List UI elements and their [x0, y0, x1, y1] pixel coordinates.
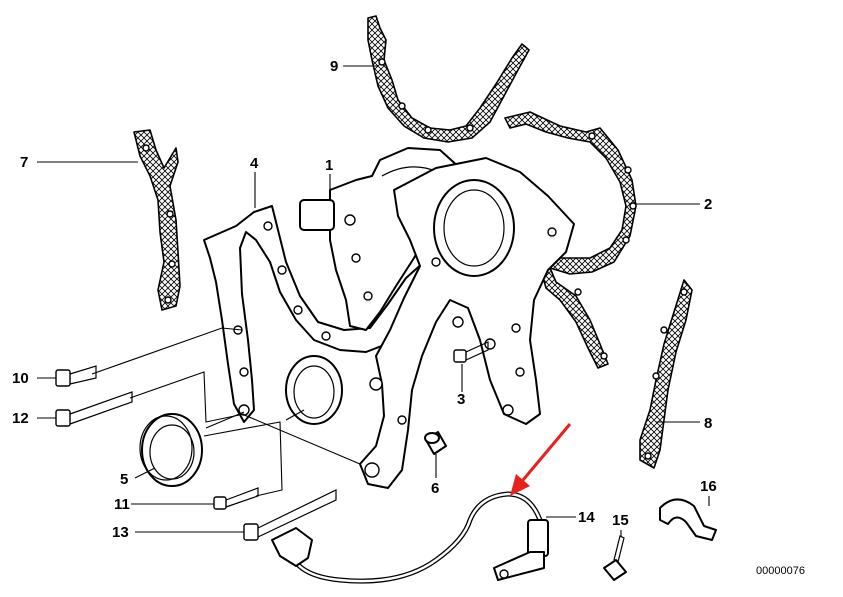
red-arrow-icon: [510, 423, 572, 496]
diagram-id: 00000076: [756, 565, 805, 577]
upper-timing-cover-gasket: [367, 15, 530, 143]
callout-5: 5: [120, 471, 128, 488]
bolt-12: [55, 391, 133, 427]
callout-labels: 9 7 4 1 2 3 8 10 12 5 6 16 11 14 15 13: [12, 58, 717, 541]
timing-case-lower: [359, 157, 575, 489]
radial-seal-ring: [139, 413, 203, 487]
right-gasket-strip: [639, 279, 693, 469]
callout-4: 4: [250, 155, 259, 172]
callout-10: 10: [12, 370, 29, 387]
assembly-guide-lines: [91, 327, 361, 497]
callout-1: 1: [325, 157, 333, 174]
bolt-3: [453, 341, 489, 363]
left-gasket-strip: [133, 129, 181, 311]
callout-12: 12: [12, 410, 29, 427]
dowel-sleeve: [424, 431, 447, 455]
lower-timing-cover-gasket: [504, 111, 637, 369]
callout-6: 6: [431, 480, 439, 497]
callout-9: 9: [330, 58, 338, 75]
screw-15: [603, 535, 627, 581]
callout-11: 11: [114, 496, 130, 513]
bolt-11: [213, 487, 259, 510]
callout-15: 15: [612, 512, 629, 529]
callout-7: 7: [20, 154, 28, 171]
seal-ring-upper: [285, 355, 343, 425]
callout-2: 2: [704, 196, 712, 213]
crankshaft-sensor: [271, 491, 549, 584]
callout-16: 16: [700, 478, 717, 495]
callout-8: 8: [704, 415, 712, 432]
bolt-10: [55, 365, 97, 387]
leader-lines: [37, 65, 710, 536]
callout-3: 3: [457, 391, 465, 408]
callout-13: 13: [112, 524, 129, 541]
cable-clip: [659, 498, 717, 541]
callout-14: 14: [578, 509, 595, 526]
